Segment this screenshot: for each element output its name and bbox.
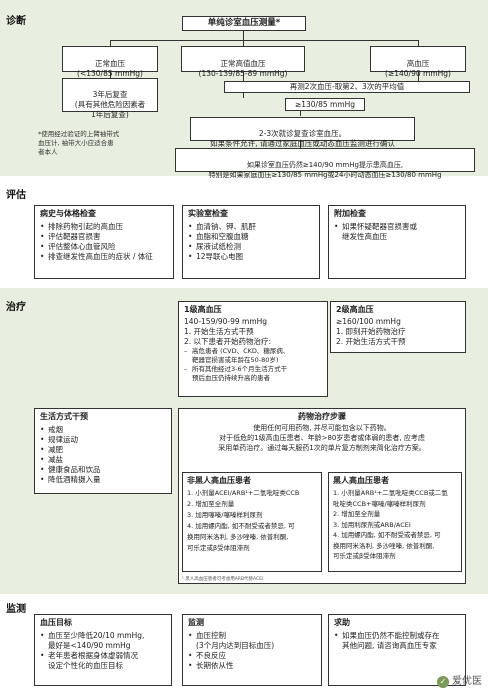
grade1-title: 1级高血压 [184, 305, 222, 314]
history-exam-item: 评估靶器官损害 [40, 232, 168, 242]
history-exam-box: 病史与体格检查 排除药物引起的高血压 评估靶器官损害 评估整体心血管风险 排查继… [34, 205, 174, 279]
bp-target-title: 血压目标 [40, 618, 72, 627]
non-black-patients-box: 非黑人高血压患者 1. 小剂量ACEI/ARB¹+二氢吡啶类CCB 2. 增加至… [182, 472, 322, 572]
grade1-range: 140-159/90-99 mmHg [184, 317, 268, 326]
grade2-range: ≥160/100 mmHg [336, 317, 401, 326]
watermark: ✓爱优医 [437, 672, 482, 688]
lab-tests-item: 12导联心电图 [188, 252, 314, 262]
non-black-step: 4. 加用螺内酯, 如不耐受或者禁忌, 可 换用阿米洛利, 多沙唑嗪, 依普利酮… [187, 522, 295, 552]
lab-tests-box: 实验室检查 血清钠、钾、肌酐 血脂和空腹血糖 尿液试纸检测 12导联心电图 [182, 205, 320, 279]
threshold-box: ≥130/85 mmHg [285, 98, 365, 111]
black-patients-box: 黑人高血压患者 1. 小剂量ARB¹+二氢吡啶类CCB或二氢 吡啶类CCB+噻嗪… [328, 472, 462, 572]
repeat-visits-box: 2-3次就诊复查诊室血压。 如果条件允许, 请通过家庭血压或动态血压监测进行确认 [190, 117, 415, 148]
hypertension-bp-text: 高血压 (≥140/90 mmHg) [385, 59, 451, 78]
repeat-average-box: 再测2次血压-取第2、3次的平均值 [224, 81, 470, 93]
monitor-item: 不良反应 [188, 651, 316, 661]
watermark-text: 爱优医 [452, 676, 482, 687]
high-normal-bp-text: 正常高值血压 (130-139/85-89 mmHg) [198, 59, 288, 78]
black-step: 1. 小剂量ARB¹+二氢吡啶类CCB或二氢 吡啶类CCB+噻嗪/噻嗪样利尿剂 [333, 489, 448, 508]
high-normal-bp-box: 正常高值血压 (130-139/85-89 mmHg) [181, 46, 305, 78]
bp-target-box: 血压目标 血压至少降低20/10 mmHg, 最好是<140/90 mmHg 老… [34, 614, 172, 686]
normal-bp-text: 正常血压 (<130/85 mmHg) [77, 59, 143, 78]
monitor-item: 血压控制 (3个月内达到目标血压) [188, 631, 316, 651]
history-exam-item: 评估整体心血管风险 [40, 242, 168, 252]
recheck-text: 3年后复查 (具有其他危险因素者 1年后复查) [74, 90, 146, 119]
monitor-box: 监测 血压控制 (3个月内达到目标血压) 不良反应 长期依从性 [182, 614, 322, 686]
connector [110, 40, 418, 41]
grade2-title: 2级高血压 [336, 305, 374, 314]
seek-help-title: 求助 [334, 618, 350, 627]
grade1-step: 2. 以下患者开始药物治疗: [184, 337, 272, 346]
non-black-step: 3. 加用噻嗪/噻嗪样利尿剂 [187, 511, 263, 519]
monitor-title: 监测 [188, 618, 204, 627]
office-bp-measurement-text: 单纯诊室血压测量* [207, 18, 281, 28]
grade2-step: 1. 即刻开始药物治疗 [336, 327, 406, 336]
lab-tests-title: 实验室检查 [188, 209, 228, 218]
lifestyle-item: 戒烟 [40, 425, 166, 435]
additional-tests-box: 附加检查 如果怀疑靶器官损害或 继发性高血压 [328, 205, 466, 279]
drug-therapy-title: 药物治疗步骤 [298, 412, 346, 421]
recheck-box: 3年后复查 (具有其他危险因素者 1年后复查) [62, 78, 158, 119]
seek-help-item: 如果血压仍然不能控制或存在 其他问题, 请咨询高血压专家 [334, 631, 460, 651]
lifestyle-box: 生活方式干预 戒烟 规律运动 减肥 减盐 健康食品和饮品 降低酒精摄入量 [34, 408, 172, 494]
additional-tests-item: 如果怀疑靶器官损害或 继发性高血压 [334, 222, 460, 242]
grade2-hypertension-box: 2级高血压 ≥160/100 mmHg 1. 即刻开始药物治疗 2. 开始生活方… [330, 301, 466, 353]
non-black-step: 1. 小剂量ACEI/ARB¹+二氢吡啶类CCB [187, 489, 300, 497]
lab-tests-item: 血脂和空腹血糖 [188, 232, 314, 242]
additional-tests-title: 附加检查 [334, 209, 366, 218]
black-title: 黑人高血压患者 [333, 476, 389, 485]
connector [110, 72, 111, 78]
connector [300, 110, 301, 116]
bp-target-item: 老年患者根据身体虚弱情况 设定个性化的血压目标 [40, 651, 166, 671]
connector [300, 141, 301, 148]
history-exam-title: 病史与体格检查 [40, 209, 96, 218]
grade2-step: 2. 开始生活方式干预 [336, 337, 406, 346]
lifestyle-item: 健康食品和饮品 [40, 465, 166, 475]
history-exam-item: 排除药物引起的高血压 [40, 222, 168, 232]
connector [418, 72, 419, 82]
repeat-average-text: 再测2次血压-取第2、3次的平均值 [289, 82, 405, 91]
connector [110, 40, 111, 46]
connector [243, 40, 244, 46]
connector [243, 30, 244, 40]
confirm-hypertension-text: 如果诊室血压仍然≥140/90 mmHg提示患高血压, 特别是如果家庭血压≥13… [208, 161, 442, 179]
grade1-sub-item: 所有其他经过3-6个月生活方式干 预后血压仍持续升高的患者 [184, 365, 322, 383]
grade1-hypertension-box: 1级高血压 140-159/90-99 mmHg 1. 开始生活方式干预 2. … [178, 301, 328, 397]
drug-therapy-desc: 使用任何可用药物, 并尽可能包含以下药物。 对于低危的1级高血压患者、年龄>80… [218, 424, 426, 452]
section-title-treatment: 治疗 [6, 302, 26, 313]
lifestyle-item: 规律运动 [40, 435, 166, 445]
lifestyle-title: 生活方式干预 [40, 412, 88, 421]
office-bp-measurement-box: 单纯诊室血压测量* [182, 16, 306, 31]
lifestyle-item: 减肥 [40, 445, 166, 455]
connector [243, 92, 244, 98]
monitor-item: 长期依从性 [188, 661, 316, 671]
black-step: 4. 加用螺内酯, 如不耐受或者禁忌, 可 换用阿米洛利, 多沙唑嗪, 依普利酮… [333, 531, 441, 560]
lifestyle-item: 降低酒精摄入量 [40, 475, 166, 485]
seek-help-box: 求助 如果血压仍然不能控制或存在 其他问题, 请咨询高血压专家 [328, 614, 466, 686]
connector [418, 40, 419, 46]
black-step: 3. 加用利尿剂或ARB/ACEI [333, 520, 411, 529]
lifestyle-item: 减盐 [40, 455, 166, 465]
section-title-diagnosis: 诊断 [6, 16, 26, 27]
section-title-assessment: 评估 [6, 190, 26, 201]
connector [243, 72, 244, 82]
confirm-hypertension-box: 如果诊室血压仍然≥140/90 mmHg提示患高血压, 特别是如果家庭血压≥13… [175, 148, 475, 179]
lab-tests-item: 尿液试纸检测 [188, 242, 314, 252]
non-black-title: 非黑人高血压患者 [187, 476, 251, 485]
history-exam-item: 排查继发性高血压的症状 / 体征 [40, 252, 168, 262]
normal-bp-box: 正常血压 (<130/85 mmHg) [62, 46, 158, 78]
non-black-step: 2. 增加至全剂量 [187, 500, 235, 508]
grade1-sub-item: 高危患者 (CVD、CKD、糖尿病、 靶器官损害或年龄在50-80岁) [184, 347, 322, 365]
grade1-step: 1. 开始生活方式干预 [184, 327, 254, 336]
section-title-monitoring: 监测 [6, 604, 26, 615]
black-step: 2. 增加至全剂量 [333, 510, 381, 518]
diagnosis-footnote: *使用经过验证的上臂袖带式 血压计, 袖带大小应适合患 者本人 [38, 130, 120, 156]
hypertension-bp-box: 高血压 (≥140/90 mmHg) [370, 46, 466, 78]
wechat-icon: ✓ [437, 676, 449, 688]
treatment-footnote: ¹ 黑人高血压患者可考虑用ARB代替ACEI [182, 577, 264, 582]
lab-tests-item: 血清钠、钾、肌酐 [188, 222, 314, 232]
bp-target-item: 血压至少降低20/10 mmHg, 最好是<140/90 mmHg [40, 631, 166, 651]
threshold-text: ≥130/85 mmHg [294, 100, 356, 109]
repeat-visits-text: 2-3次就诊复查诊室血压。 如果条件允许, 请通过家庭血压或动态血压监测进行确认 [210, 129, 395, 148]
